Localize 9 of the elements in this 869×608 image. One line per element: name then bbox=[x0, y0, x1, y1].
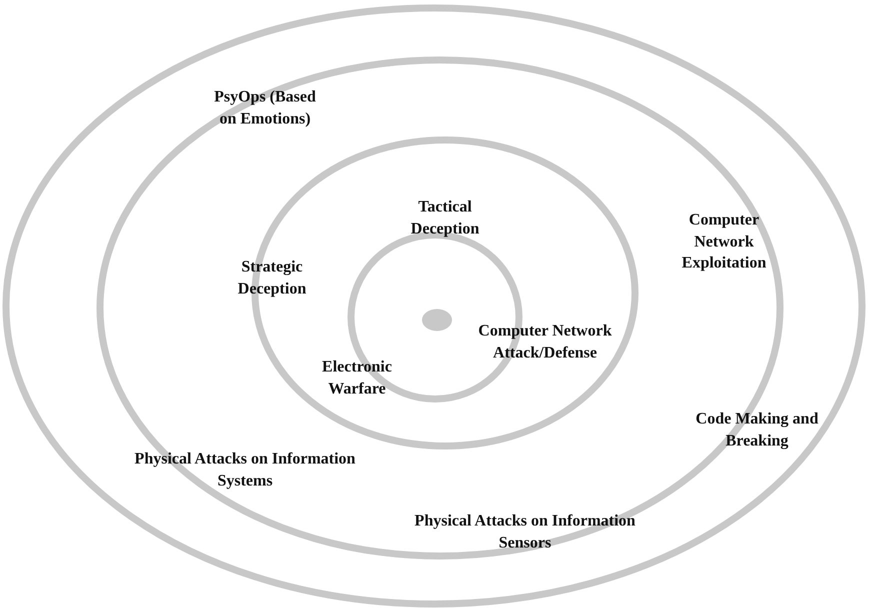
ring-label: Tactical Deception bbox=[410, 197, 480, 239]
ring-label: Computer Network Attack/Defense bbox=[477, 321, 613, 363]
ring-label: Strategic Deception bbox=[236, 257, 308, 299]
ring-label: PsyOps (Based on Emotions) bbox=[213, 87, 317, 129]
ring-label: Code Making and Breaking bbox=[694, 409, 820, 451]
ring-label: Physical Attacks on Information Sensors bbox=[414, 511, 636, 553]
ring-label: Physical Attacks on Information Systems bbox=[134, 449, 356, 491]
ring-label: Electronic Warfare bbox=[321, 357, 393, 399]
ring-label: Computer Network Exploitation bbox=[680, 210, 768, 274]
